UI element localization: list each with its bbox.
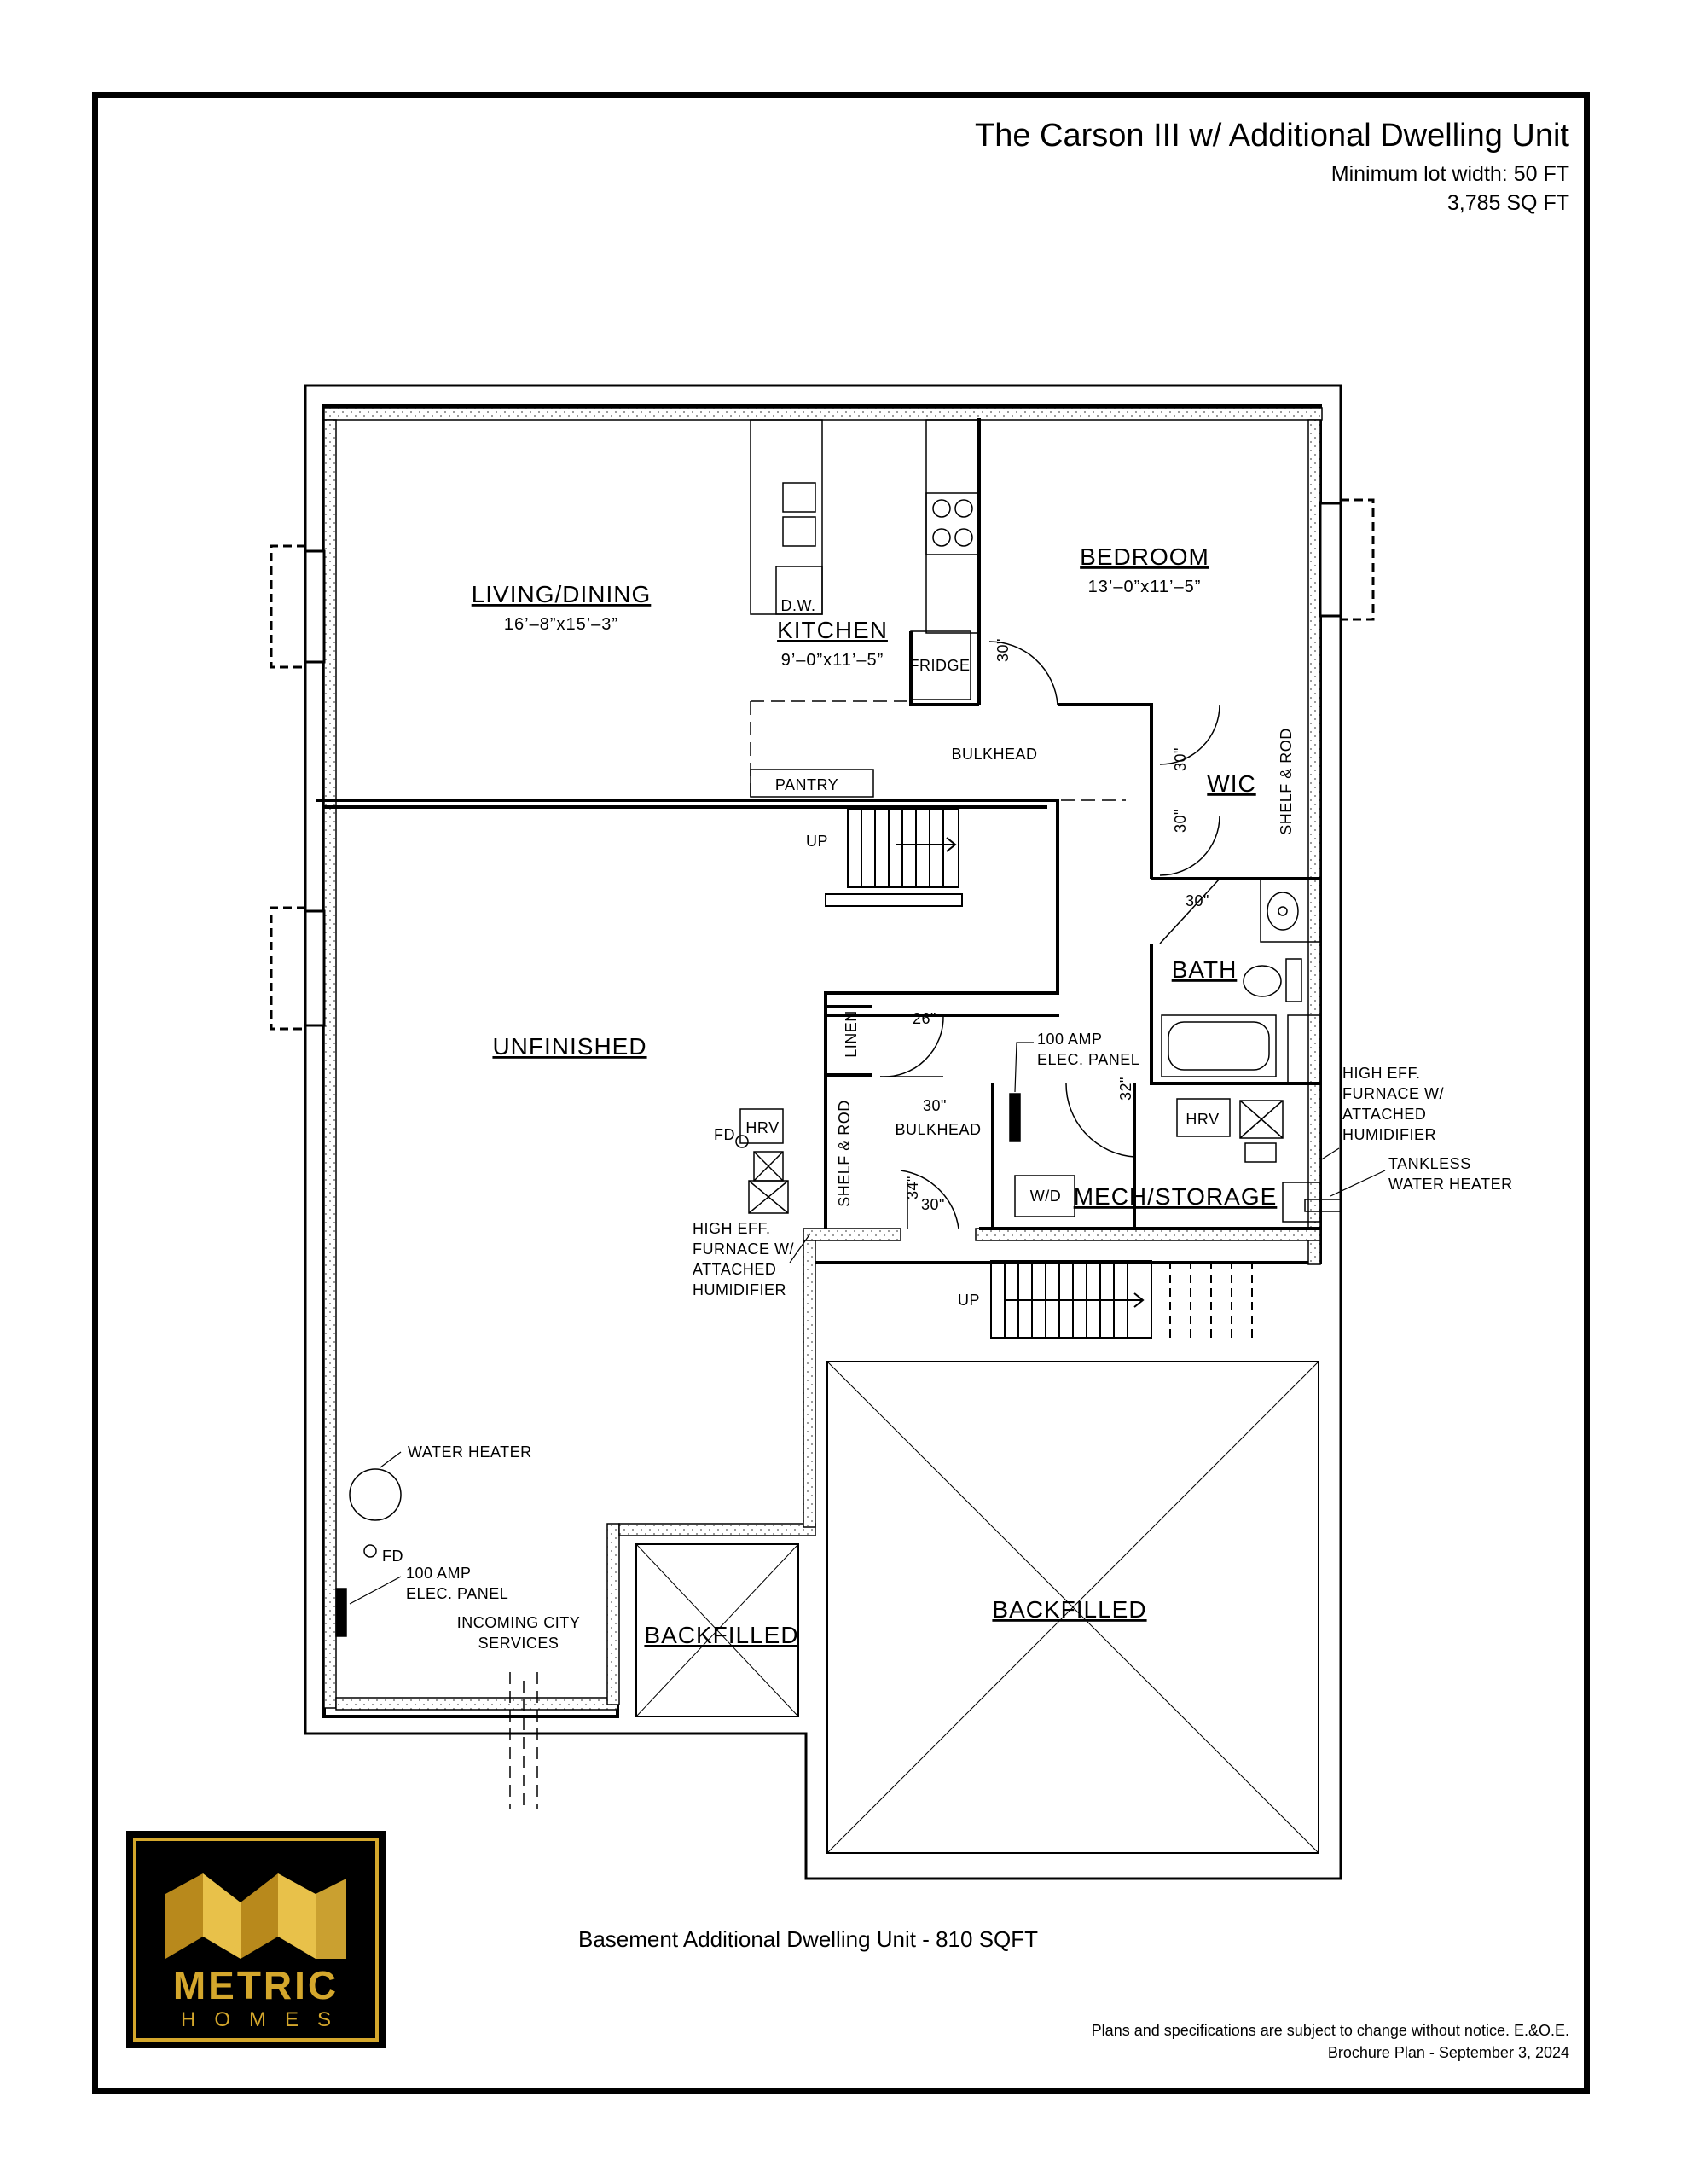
tankless-2: WATER HEATER [1388,1176,1513,1193]
page-border [92,92,1590,2094]
furnace-right-2: FURNACE W/ [1342,1085,1444,1102]
interior-walls [316,418,1320,1230]
door-size-a: 30" [994,638,1012,662]
plan-caption: Basement Additional Dwelling Unit - 810 … [578,1926,1039,1952]
bath-fixtures [739,878,1342,1223]
city-services-2: SERVICES [478,1635,559,1652]
logo-wordmark: METRIC [172,1963,339,2007]
room-label-backfilled-small: BACKFILLED [644,1622,798,1648]
min-lot-width: Minimum lot width: 50 FT [1330,162,1569,186]
logo-subtext: HOMES [180,2008,350,2031]
logo-border [133,1838,379,2042]
door-size-i: 34" [904,1176,921,1199]
furnace-left-4: HUMIDIFIER [693,1281,786,1298]
furnace-left-1: HIGH EFF. [693,1220,771,1237]
shelf-rod-wic-label: SHELF & ROD [1278,728,1295,835]
backfilled-areas [635,1361,1319,1854]
elec-panel-unf-2: ELEC. PANEL [406,1585,508,1602]
stair-up-label-2: UP [958,1292,980,1309]
fridge-label: FRIDGE [909,657,970,674]
room-label-living: LIVING/DINING [472,581,652,607]
floor-drain-label-2: FD [382,1548,403,1565]
plan-title: The Carson III w/ Additional Dwelling Un… [975,118,1569,154]
door-size-e: 30" [923,1097,947,1114]
bulkhead-mid-label: BULKHEAD [895,1121,981,1138]
furnace-left-3: ATTACHED [693,1261,776,1278]
elec-panel-unf-1: 100 AMP [406,1565,472,1582]
services [335,1093,1021,1809]
disclaimer: Plans and specifications are subject to … [1091,2022,1569,2039]
room-label-bedroom: BEDROOM [1080,543,1209,570]
stair-up-label-1: UP [806,833,828,850]
furnace-left-2: FURNACE W/ [693,1240,794,1258]
doors [879,641,1220,1229]
total-sqft: 3,785 SQ FT [1446,191,1569,215]
hrv-right-label: HRV [1186,1111,1219,1128]
pantry-label: PANTRY [775,776,838,793]
leader-lines [349,1042,1386,1605]
elec-panel-mech-2: ELEC. PANEL [1037,1051,1139,1068]
tankless-1: TANKLESS [1388,1155,1471,1172]
door-size-d: 30" [1186,892,1209,909]
dishwasher-label: D.W. [781,597,816,614]
metric-homes-logo: METRIC HOMES [126,1831,386,2048]
bulkhead-top-label: BULKHEAD [951,746,1037,763]
room-label-backfilled-large: BACKFILLED [992,1596,1146,1623]
furnace-right-4: HUMIDIFIER [1342,1126,1436,1143]
city-services-1: INCOMING CITY [457,1614,581,1631]
windows [270,498,1375,1031]
room-dim-kitchen: 9’–0”x11’–5” [781,651,884,670]
furnace-right-3: ATTACHED [1342,1106,1426,1123]
elec-panel-mech-1: 100 AMP [1037,1031,1103,1048]
foundation-walls [304,384,1342,1880]
kitchen-fixtures [750,419,1126,801]
door-size-h: 32" [1117,1077,1134,1101]
brochure-date: Brochure Plan - September 3, 2024 [1327,2044,1569,2061]
shelf-rod-left-label: SHELF & ROD [836,1100,853,1207]
door-size-c: 30" [1172,809,1189,833]
stairs [825,808,1253,1339]
floor-drain-label-1: FD [714,1126,735,1143]
washer-dryer-label: W/D [1030,1188,1062,1205]
furnace-right-1: HIGH EFF. [1342,1065,1421,1082]
room-dim-bedroom: 13’–0”x11’–5” [1088,578,1202,596]
room-label-wic: WIC [1207,770,1255,797]
room-label-bath: BATH [1172,956,1238,983]
linen-label: LINEN [843,1010,860,1058]
room-dim-living: 16’–8”x15’–3” [504,615,618,634]
water-heater-label: WATER HEATER [408,1443,532,1461]
room-label-mech: MECH/STORAGE [1074,1183,1278,1210]
insulation [323,407,1323,1711]
room-label-kitchen: KITCHEN [777,617,888,643]
room-label-unfinished: UNFINISHED [492,1033,646,1060]
door-size-f: 30" [921,1196,945,1213]
door-size-b: 30" [1172,747,1189,771]
logo-mark-icon [165,1873,346,1959]
door-size-g: 26" [913,1010,936,1027]
hrv-left-label: HRV [745,1119,779,1136]
